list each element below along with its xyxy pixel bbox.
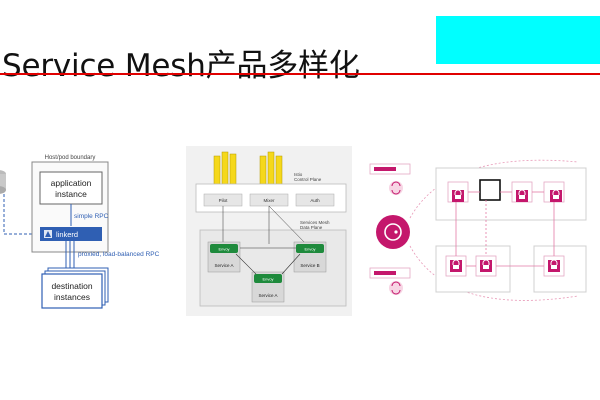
sync-icon-2 <box>389 281 403 295</box>
title-underline <box>0 73 600 75</box>
lock-icon-3 <box>550 189 562 202</box>
linkerd-logo-icon <box>44 230 52 238</box>
auth-label: Auth <box>310 198 320 203</box>
dest-instances-line2: instances <box>54 292 90 302</box>
mixer-label: Mixer <box>264 198 276 203</box>
service-a-label: Service A <box>214 263 233 268</box>
lb-label: proxied, load-balanced RPC <box>78 251 160 258</box>
envoy-label-a: Envoy <box>218 247 229 252</box>
rpc-label: simple RPC <box>74 213 109 220</box>
control-plane-title-1: Istio <box>294 172 303 177</box>
control-plane-hexagon-icon <box>376 215 410 249</box>
linkerd-diagram: Host/pod boundary application instance s… <box>0 152 170 314</box>
pilot-label: Pilot <box>219 198 229 203</box>
lock-icon-4 <box>450 259 462 272</box>
lock-icon-2 <box>516 189 528 202</box>
slide-title: Service Mesh产品多样化 <box>2 48 360 84</box>
sync-icon <box>389 181 403 195</box>
dest-instances-line1: destination <box>51 281 92 291</box>
boundary-label: Host/pod boundary <box>45 155 96 161</box>
data-plane-title-1: Services Mesh <box>300 220 330 225</box>
istio-diagram: Istio Control Plane Pilot Mixer Auth Ser… <box>186 146 352 316</box>
service-b-label: Service B <box>300 263 319 268</box>
control-plane-title-2: Control Plane <box>294 177 322 182</box>
app-instance-line2: instance <box>55 189 87 199</box>
linkerd-proxy-label: linkerd <box>56 230 78 239</box>
database-icon <box>0 170 6 194</box>
lock-icon <box>452 189 464 202</box>
config-card-icon <box>369 163 411 175</box>
envoy-label-b: Envoy <box>304 247 315 252</box>
envoy-label-c: Envoy <box>262 277 273 282</box>
lock-icon-6 <box>548 259 560 272</box>
cyan-accent-box <box>436 16 600 64</box>
config-card-icon-2 <box>369 267 411 279</box>
lock-icon-5 <box>480 259 492 272</box>
app-instance-line1: application <box>51 178 92 188</box>
highlighted-service-box <box>479 179 501 201</box>
sidecar-mesh-diagram <box>368 146 600 306</box>
data-plane-title-2: Data Plane <box>300 225 323 230</box>
service-a2-label: Service A <box>258 293 277 298</box>
